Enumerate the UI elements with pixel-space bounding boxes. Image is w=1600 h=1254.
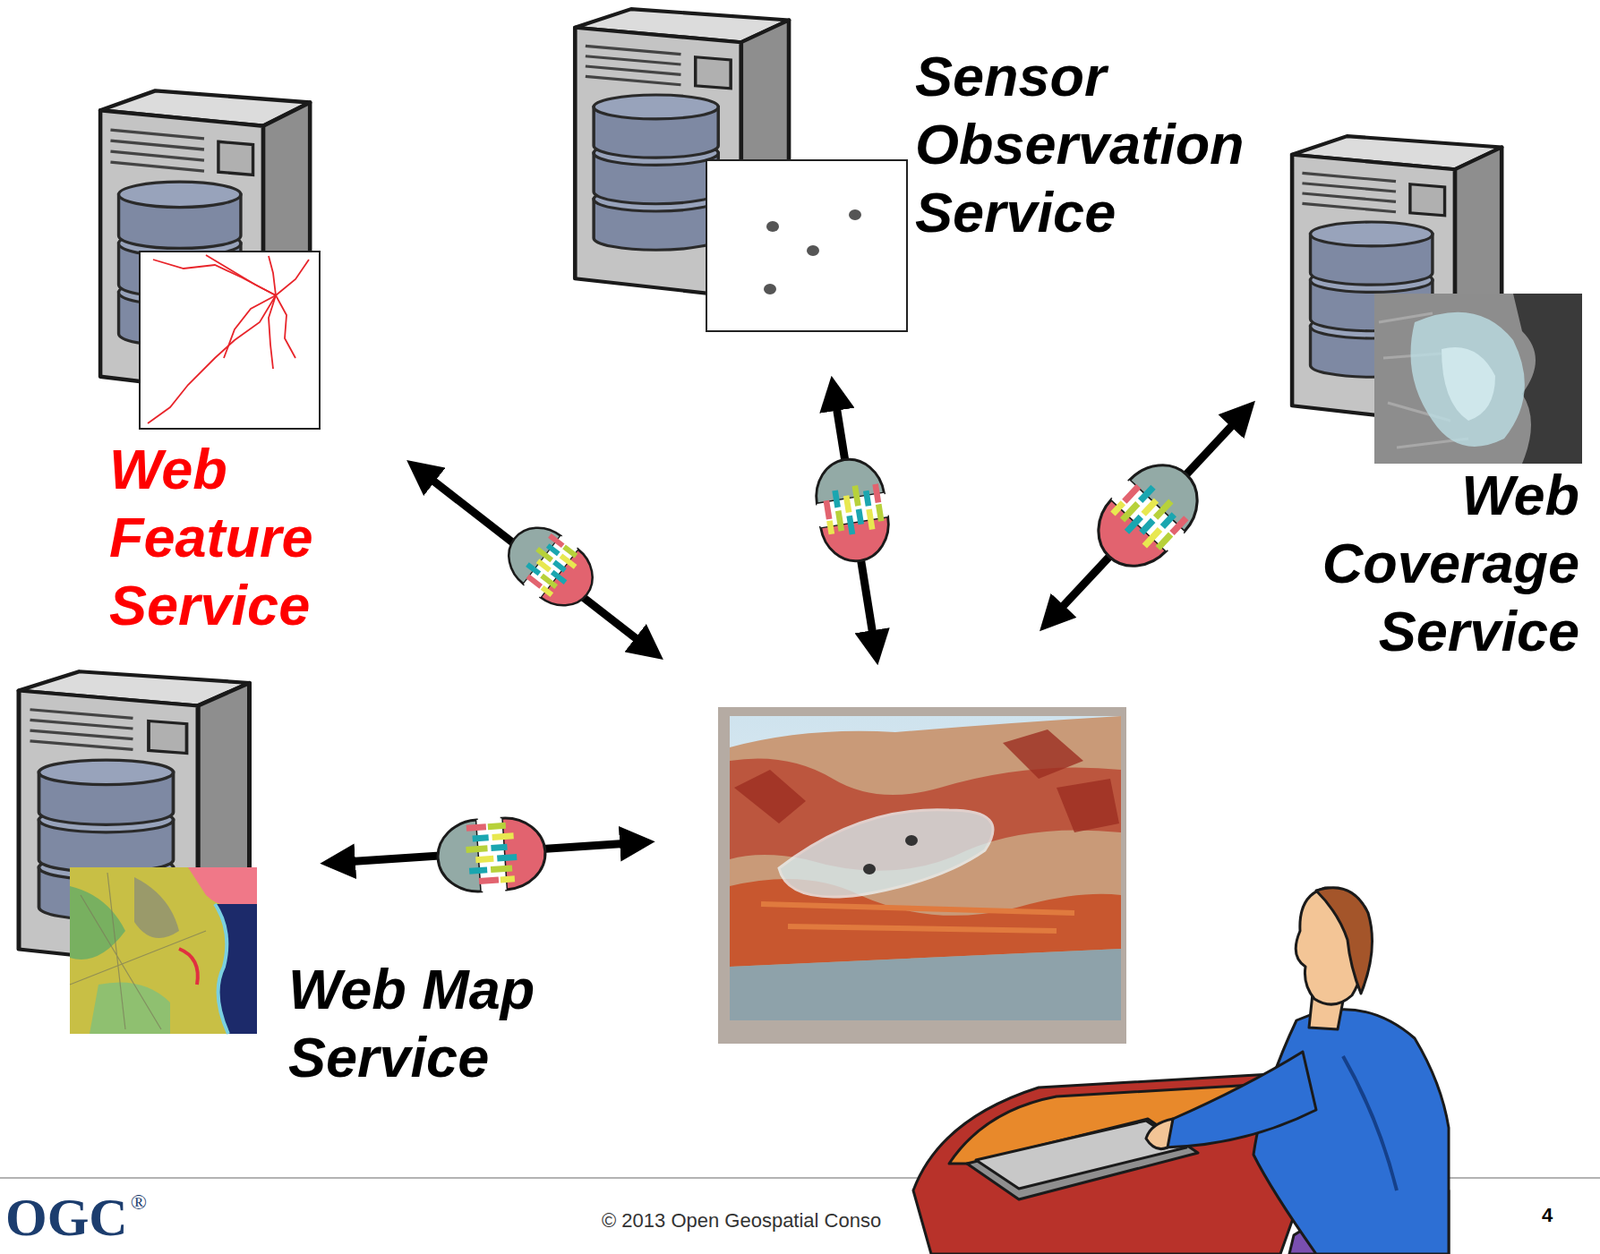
service-label: Sensor Observation Service: [915, 42, 1265, 247]
registered-mark: ®: [130, 1190, 147, 1215]
service-label: Web Feature Service: [109, 435, 334, 640]
service-name: Web Coverage Service: [1306, 461, 1580, 666]
logo-text: OGC: [5, 1187, 129, 1250]
service-name: Sensor Observation Service: [915, 42, 1265, 247]
copyright-note: © 2013 Open Geospatial Conso: [601, 1209, 882, 1233]
server-icons: [18, 8, 1502, 969]
service-arrows: [344, 400, 1239, 863]
map-inset: [69, 867, 257, 1035]
service-label: Web Map Service: [288, 955, 557, 1092]
service-label: Web Coverage Service: [1306, 461, 1580, 666]
page-number: 4: [1541, 1204, 1553, 1228]
interface-capsules: [435, 448, 1214, 895]
client-display: [718, 707, 1127, 1044]
feature-inset: [139, 251, 320, 429]
user-figure: [913, 888, 1449, 1254]
coverage-inset: [1374, 293, 1583, 464]
service-name: Web Feature Service: [109, 435, 334, 640]
service-name: Web Map Service: [288, 955, 557, 1092]
sensor-inset: [706, 160, 907, 332]
